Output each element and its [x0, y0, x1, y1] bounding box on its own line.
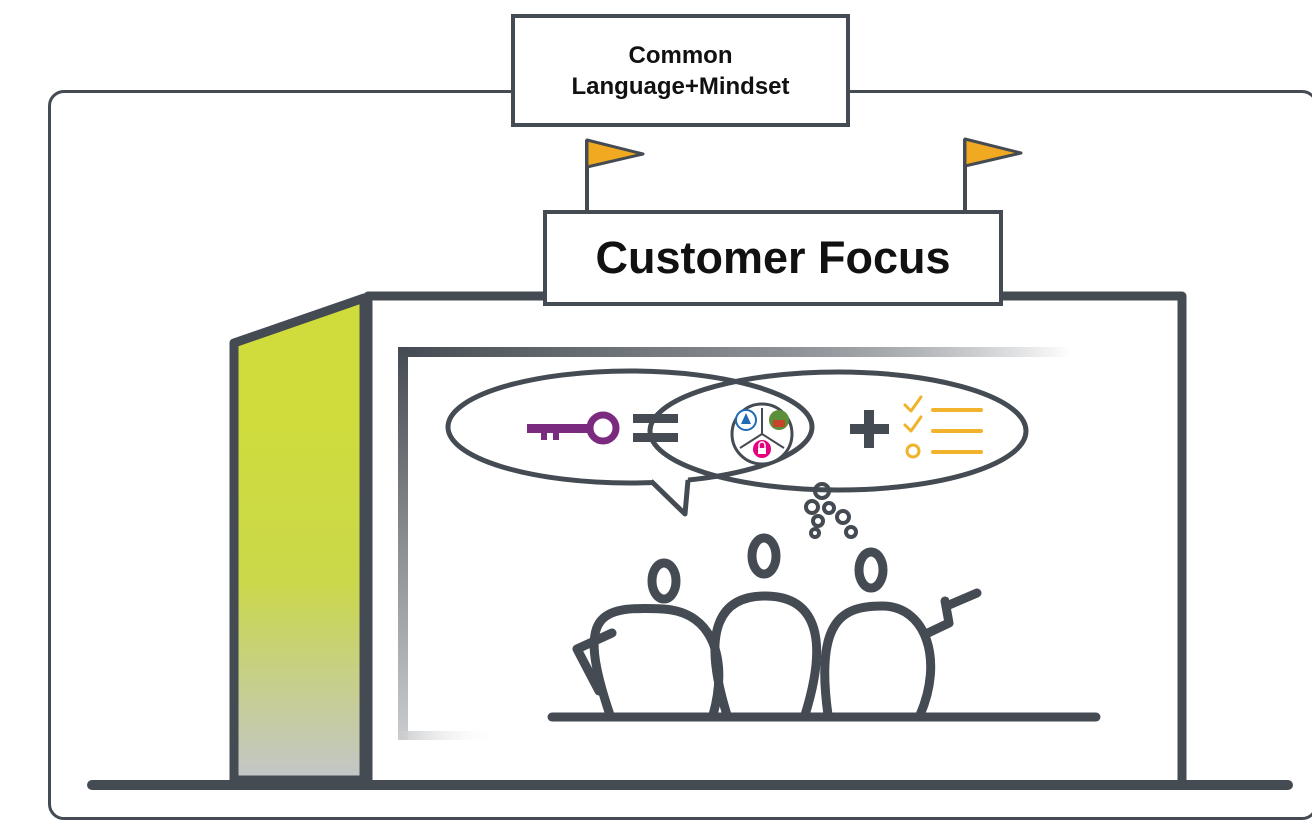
person-right-icon: [820, 547, 982, 720]
speech-bubble: [445, 368, 815, 517]
customer-focus-label: Customer Focus: [543, 210, 1003, 306]
common-language-line2: Language+Mindset: [571, 72, 790, 100]
key-icon: [527, 411, 620, 445]
equals-icon: [633, 414, 678, 442]
plus-icon: [850, 410, 889, 448]
flag-right-icon: [963, 137, 1023, 212]
checklist-icon: [903, 395, 983, 459]
common-language-line1: Common: [628, 41, 733, 69]
flag-left-icon: [585, 138, 645, 212]
customer-focus-title: Customer Focus: [595, 232, 951, 283]
venn-badge-icon: [730, 402, 794, 466]
person-left-icon: [572, 558, 724, 720]
thought-bubble: [647, 369, 1029, 493]
door-panel: [229, 293, 369, 785]
room-wall: [363, 291, 1187, 780]
common-language-label: Common Language+Mindset: [511, 14, 850, 127]
person-middle-icon: [710, 533, 822, 720]
screen-frame: [398, 347, 1070, 740]
